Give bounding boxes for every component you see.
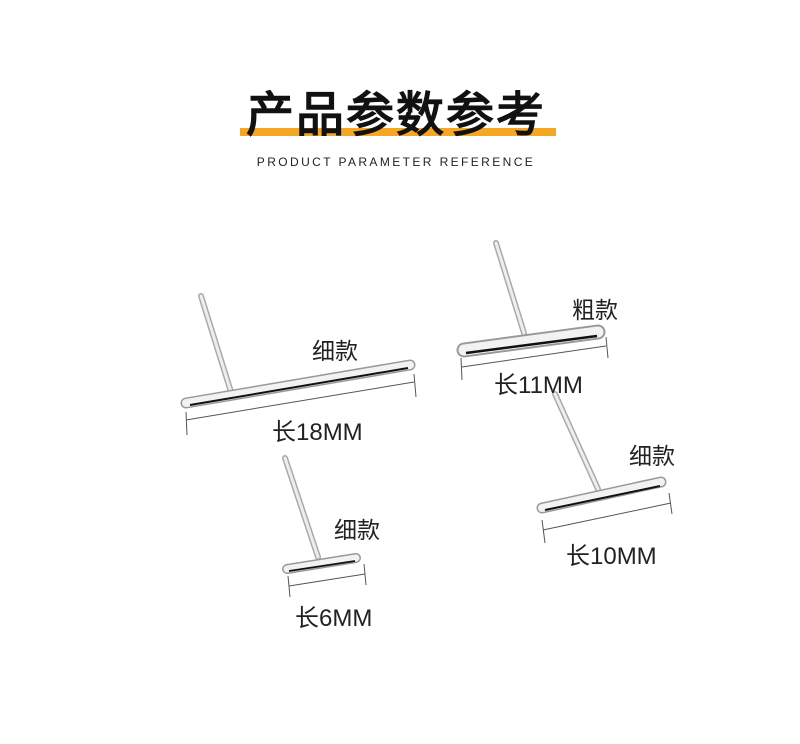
earring-10mm-image <box>536 391 673 544</box>
style-label-18mm: 细款 <box>312 339 358 365</box>
length-label-18mm: 长18MM <box>272 419 363 446</box>
style-label-6mm: 细款 <box>334 518 380 544</box>
style-label-10mm: 细款 <box>629 444 675 470</box>
style-label-11mm: 粗款 <box>572 298 618 324</box>
title-underline-accent <box>240 128 556 136</box>
earring-11mm-image <box>456 240 609 381</box>
earring-18mm-image <box>180 293 417 436</box>
earring-6mm-image <box>282 455 367 598</box>
title-block: 产品参数参考 <box>236 86 556 146</box>
length-label-10mm: 长10MM <box>566 543 657 570</box>
page-subtitle: PRODUCT PARAMETER REFERENCE <box>256 155 536 169</box>
length-label-6mm: 长6MM <box>295 605 373 632</box>
length-label-11mm: 长11MM <box>494 372 583 399</box>
page-title: 产品参数参考 <box>245 87 546 143</box>
